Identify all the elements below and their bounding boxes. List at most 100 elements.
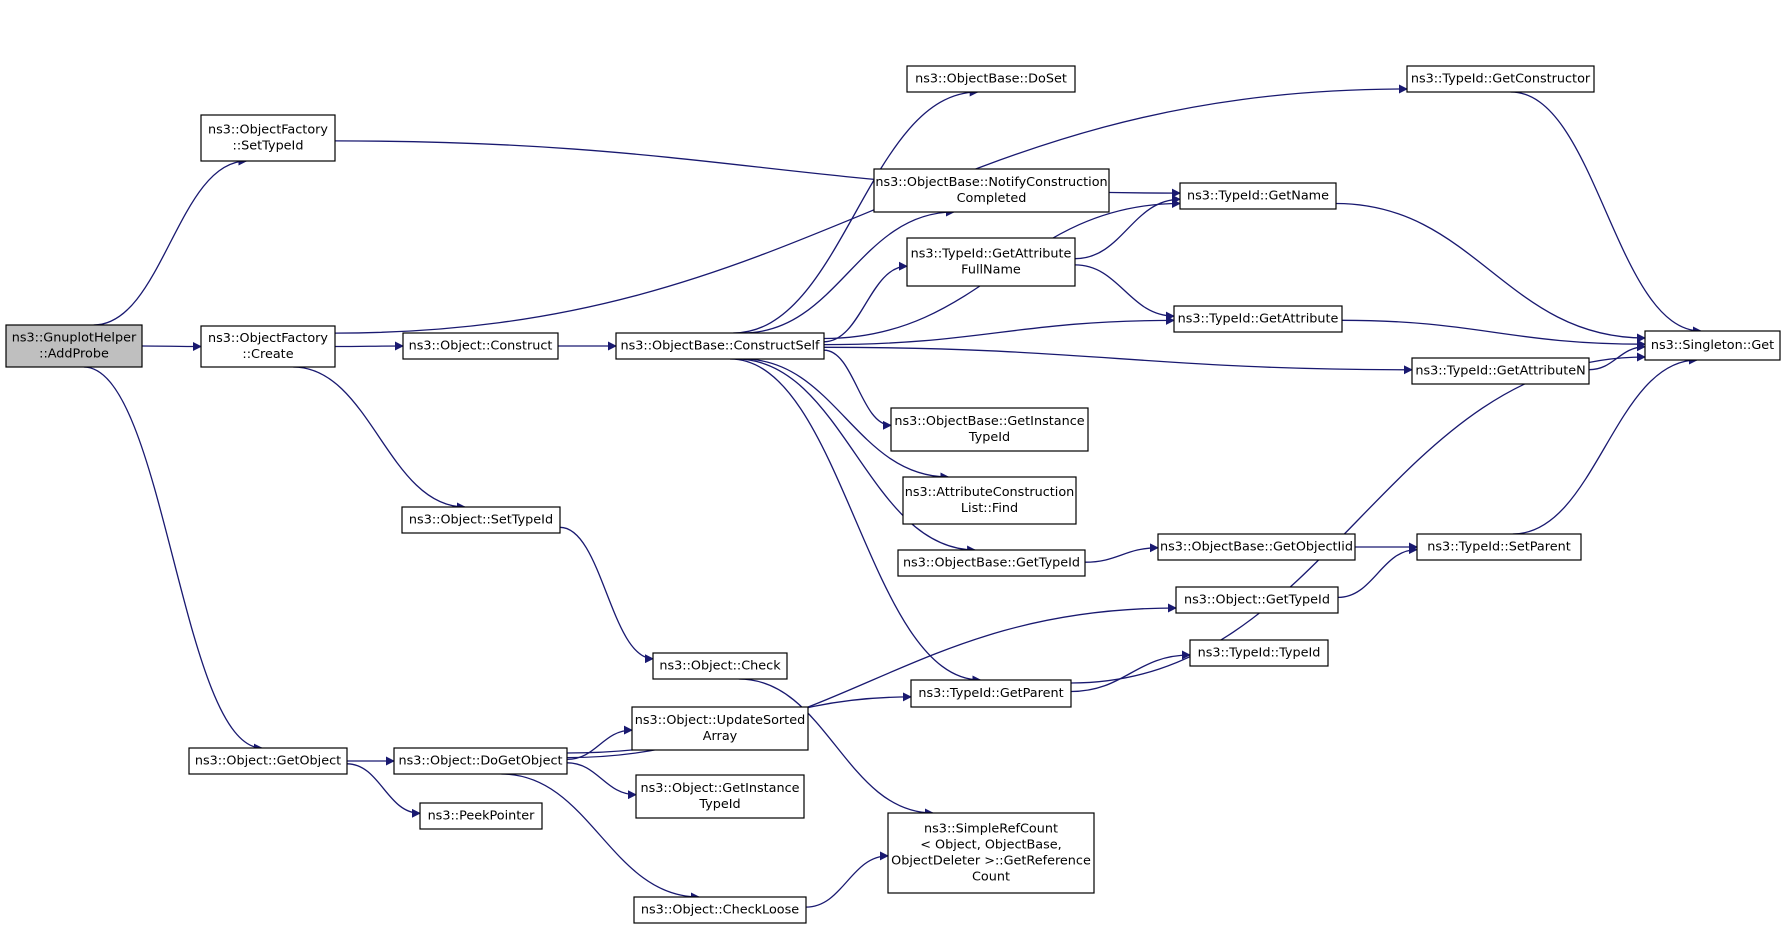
edge-ob-constructself-to-tid-getparent bbox=[730, 358, 982, 685]
node-obj-getobject[interactable]: ns3::Object::GetObject bbox=[188, 747, 348, 775]
node-peekpointer[interactable]: ns3::PeekPointer bbox=[419, 802, 543, 830]
node-label-line: TypeId bbox=[968, 430, 1010, 445]
node-box bbox=[200, 114, 336, 162]
node-box bbox=[897, 549, 1086, 577]
node-label-line: Count bbox=[972, 870, 1010, 885]
node-simplerefcount[interactable]: ns3::SimpleRefCount< Object, ObjectBase,… bbox=[887, 812, 1095, 894]
edge-of-create-to-obj-construct bbox=[334, 341, 404, 351]
node-label-line: ns3::Object::Construct bbox=[409, 339, 553, 354]
edge-ob-constructself-to-tid-getattributen bbox=[823, 346, 1413, 375]
edge-tid-getconstructor-to-singleton-get bbox=[1510, 91, 1702, 336]
node-ob-gettypeid[interactable]: ns3::ObjectBase::GetTypeId bbox=[897, 549, 1086, 577]
node-tid-getattribute[interactable]: ns3::TypeId::GetAttribute bbox=[1173, 305, 1343, 333]
node-label-line: ns3::Object::GetInstance bbox=[640, 781, 799, 796]
node-tid-setparent[interactable]: ns3::TypeId::SetParent bbox=[1416, 533, 1582, 561]
node-box bbox=[1157, 533, 1356, 561]
node-label-line: ObjectDeleter >::GetReference bbox=[891, 854, 1091, 869]
edge-obj-checkloose-to-simplerefcount bbox=[805, 851, 889, 908]
node-label-line: List::Find bbox=[961, 501, 1018, 516]
node-ob-constructself[interactable]: ns3::ObjectBase::ConstructSelf bbox=[615, 332, 825, 360]
node-label-line: ns3::Object::CheckLoose bbox=[641, 903, 799, 918]
node-of-create[interactable]: ns3::ObjectFactory::Create bbox=[200, 325, 336, 368]
edge-tid-getattribute-to-singleton-get bbox=[1341, 319, 1646, 349]
edge-tid-getparent-to-tid-typeid bbox=[1070, 650, 1191, 693]
node-label-line: ns3::Object::SetTypeId bbox=[409, 513, 553, 528]
edge-ob-gettypeid-to-ob-getobjectiid bbox=[1084, 543, 1159, 563]
node-tid-getattributen[interactable]: ns3::TypeId::GetAttributeN bbox=[1411, 357, 1590, 385]
node-label-line: ns3::ObjectBase::GetObjectIid bbox=[1160, 540, 1353, 555]
node-label-line: ns3::ObjectBase::ConstructSelf bbox=[620, 339, 820, 354]
node-box bbox=[402, 332, 559, 360]
node-obj-check[interactable]: ns3::Object::Check bbox=[652, 652, 788, 680]
node-box bbox=[419, 802, 543, 830]
node-addprobe[interactable]: ns3::GnuplotHelper::AddProbe bbox=[5, 324, 143, 368]
nodes-layer: ns3::GnuplotHelper::AddProbe ns3::ObjectF… bbox=[5, 65, 1781, 924]
node-ob-getobjectiid[interactable]: ns3::ObjectBase::GetObjectIid bbox=[1157, 533, 1356, 561]
node-obj-construct[interactable]: ns3::Object::Construct bbox=[402, 332, 559, 360]
node-label-line: ns3::TypeId::GetParent bbox=[918, 686, 1063, 701]
node-label-line: ns3::ObjectBase::GetInstance bbox=[894, 414, 1084, 429]
node-box bbox=[910, 679, 1072, 708]
edge-ob-constructself-to-tid-getattrfullname bbox=[823, 261, 908, 343]
node-ob-doset[interactable]: ns3::ObjectBase::DoSet bbox=[906, 65, 1076, 93]
edge-obj-settypeid-to-obj-check bbox=[559, 526, 654, 664]
edge-obj-dogetobject-to-obj-updatesorted bbox=[566, 725, 633, 761]
node-label-line: ns3::ObjectBase::DoSet bbox=[915, 72, 1067, 87]
node-of-settypeid[interactable]: ns3::ObjectFactory::SetTypeId bbox=[200, 114, 336, 162]
node-label-line: ns3::Object::DoGetObject bbox=[398, 754, 562, 769]
node-label-line: ns3::TypeId::SetParent bbox=[1427, 540, 1570, 555]
node-label-line: ns3::Object::UpdateSorted bbox=[635, 713, 805, 728]
node-box bbox=[906, 237, 1076, 287]
node-obj-settypeid[interactable]: ns3::Object::SetTypeId bbox=[401, 506, 561, 534]
edge-obj-dogetobject-to-obj-checkloose bbox=[501, 773, 700, 902]
edge-ob-constructself-to-tid-getattribute bbox=[823, 315, 1175, 346]
edge-of-create-to-obj-settypeid bbox=[293, 366, 466, 512]
node-label-line: ns3::TypeId::GetAttribute bbox=[911, 247, 1072, 262]
node-label-line: ns3::AttributeConstruction bbox=[905, 485, 1075, 500]
node-label-line: ns3::ObjectBase::GetTypeId bbox=[903, 556, 1080, 571]
node-label-line: ns3::SimpleRefCount bbox=[924, 822, 1058, 837]
node-box bbox=[5, 324, 143, 368]
node-box bbox=[1179, 182, 1337, 210]
node-box bbox=[652, 652, 788, 680]
node-singleton-get[interactable]: ns3::Singleton::Get bbox=[1644, 330, 1781, 361]
node-label-line: < Object, ObjectBase, bbox=[920, 838, 1062, 853]
node-box bbox=[1416, 533, 1582, 561]
node-tid-getconstructor[interactable]: ns3::TypeId::GetConstructor bbox=[1406, 65, 1595, 93]
node-obj-checkloose[interactable]: ns3::Object::CheckLoose bbox=[633, 896, 807, 924]
node-box bbox=[1644, 330, 1781, 361]
node-tid-typeid[interactable]: ns3::TypeId::TypeId bbox=[1189, 639, 1329, 667]
edge-addprobe-to-of-settypeid bbox=[93, 156, 248, 326]
node-box bbox=[873, 168, 1110, 213]
node-label-line: ns3::TypeId::GetConstructor bbox=[1411, 72, 1591, 87]
node-obj-dogetobject[interactable]: ns3::Object::DoGetObject bbox=[393, 747, 568, 775]
edge-tid-getattrfullname-to-tid-getname bbox=[1074, 194, 1181, 260]
node-box bbox=[1411, 357, 1590, 385]
node-label-line: ns3::Singleton::Get bbox=[1651, 338, 1774, 353]
node-label-line: Completed bbox=[957, 191, 1027, 206]
node-tid-getname[interactable]: ns3::TypeId::GetName bbox=[1179, 182, 1337, 210]
node-label-line: ns3::PeekPointer bbox=[428, 809, 536, 824]
edge-tid-getname-to-singleton-get bbox=[1335, 202, 1646, 343]
node-box bbox=[633, 896, 807, 924]
node-obj-gettypeid[interactable]: ns3::Object::GetTypeId bbox=[1175, 586, 1339, 614]
node-label-line: Array bbox=[703, 729, 738, 744]
node-box bbox=[890, 407, 1089, 452]
edge-ob-constructself-to-ob-notify bbox=[742, 207, 955, 334]
node-tid-getparent[interactable]: ns3::TypeId::GetParent bbox=[910, 679, 1072, 708]
node-label-line: ns3::TypeId::GetName bbox=[1187, 189, 1329, 204]
node-box bbox=[887, 812, 1095, 894]
node-ob-notify[interactable]: ns3::ObjectBase::NotifyConstructionCompl… bbox=[873, 168, 1110, 213]
edge-of-create-to-tid-getconstructor bbox=[334, 84, 1408, 334]
edge-obj-dogetobject-to-obj-getinstancetypeid bbox=[566, 762, 637, 800]
edge-tid-getattributen-to-singleton-get bbox=[1588, 342, 1646, 371]
node-box bbox=[1189, 639, 1329, 667]
node-box bbox=[200, 325, 336, 368]
node-box bbox=[615, 332, 825, 360]
